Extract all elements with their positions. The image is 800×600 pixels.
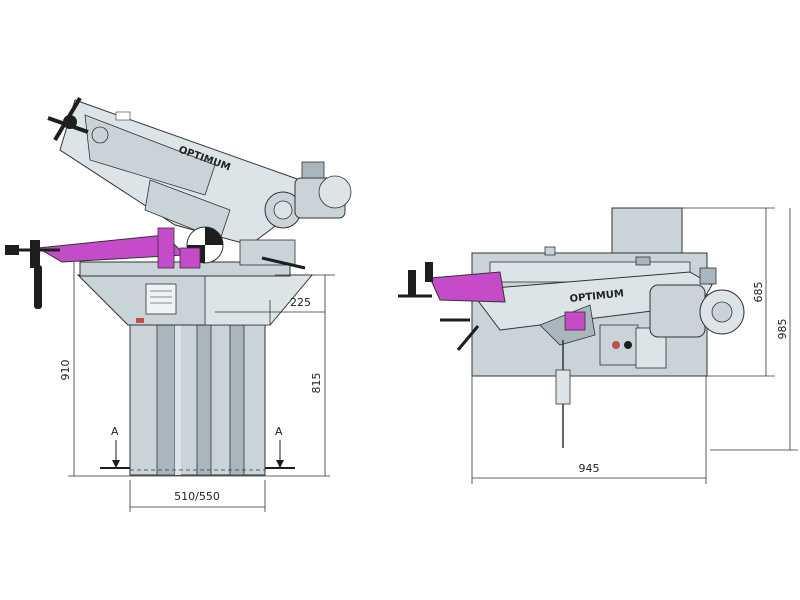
vise <box>5 227 291 309</box>
side-motor <box>649 267 745 338</box>
section-marker-left: A <box>100 425 130 469</box>
dim-225: 225 <box>215 296 325 325</box>
side-saw-arm: OPTIMUM <box>398 262 713 351</box>
side-view: OPTIMUM <box>398 207 798 484</box>
section-marker-right: A <box>265 425 295 469</box>
dim-945: 945 <box>471 376 707 484</box>
dim-815: 815 <box>275 274 335 476</box>
dim-510-550: 510/550 <box>129 480 266 512</box>
dim-label-510-550: 510/550 <box>174 490 220 503</box>
dim-label-985: 985 <box>776 319 789 340</box>
dim-label-945: 945 <box>579 462 600 475</box>
front-view: OPTIMUM 225 <box>5 96 352 512</box>
dim-label-225: 225 <box>290 296 311 309</box>
dim-910: 910 <box>59 262 330 477</box>
dim-label-815: 815 <box>310 373 323 394</box>
dim-label-685: 685 <box>752 282 765 303</box>
dim-label-910: 910 <box>59 360 72 381</box>
chip-tray <box>76 274 314 326</box>
machine-base <box>129 324 266 476</box>
dim-685: 685 <box>682 207 775 377</box>
dim-985: 985 <box>710 208 798 451</box>
section-label-left: A <box>111 425 119 438</box>
saw-arm: OPTIMUM <box>47 96 301 246</box>
motor <box>264 161 352 229</box>
side-gearbox <box>539 304 667 448</box>
top-block <box>611 207 683 254</box>
blade-guide <box>179 226 306 270</box>
section-label-right: A <box>275 425 283 438</box>
